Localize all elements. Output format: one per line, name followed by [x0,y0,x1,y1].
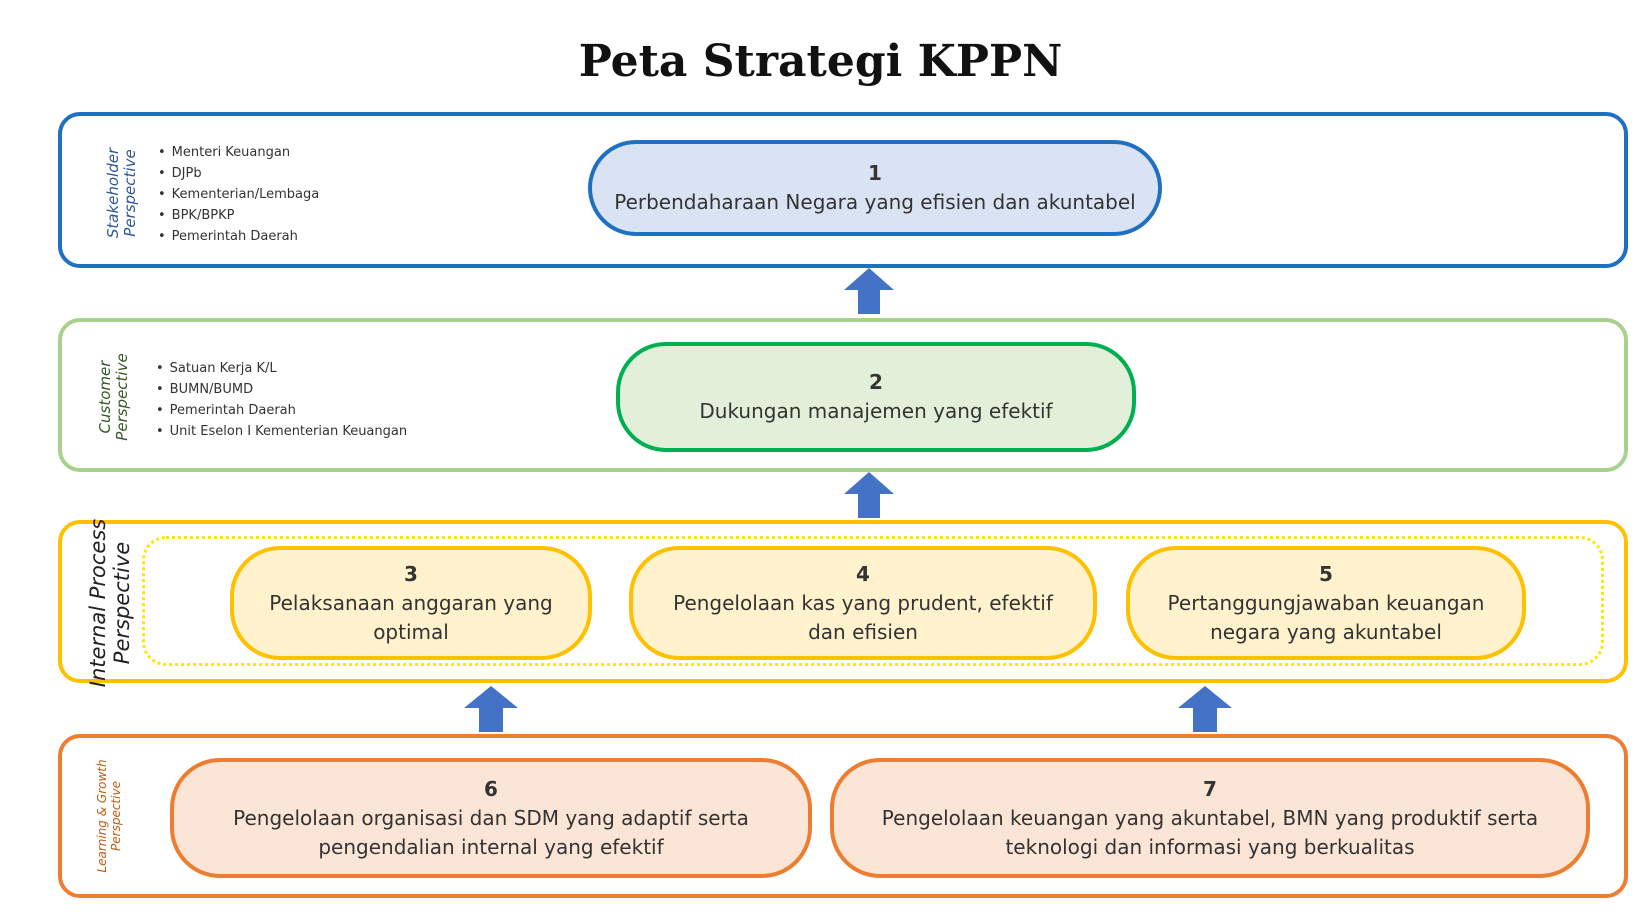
stakeholder-list-item: Menteri Keuangan [158,142,319,163]
customer-list-item: Pemerintah Daerah [156,400,407,421]
customer-list-item: BUMN/BUMD [156,379,407,400]
objective-number: 5 [1319,561,1333,586]
perspective-label-line: Internal Process [85,518,110,688]
customer-list-item: Satuan Kerja K/L [156,358,407,379]
internal-process-perspective-label: Internal Process Perspective [86,519,134,687]
objective-text-line: negara yang akuntabel [1210,619,1442,644]
objective-3-node: 3 Pelaksanaan anggaran yang optimal [230,546,592,660]
perspective-label-line: Perspective [113,353,131,441]
objective-text: Dukungan manajemen yang efektif [699,399,1053,423]
objective-1-node: 1 Perbendaharaan Negara yang efisien dan… [588,140,1162,236]
perspective-label-line: Perspective [109,781,123,851]
customer-perspective-label: Customer Perspective [95,353,132,441]
internal-process-group-outline [142,536,1604,666]
stakeholder-list: Menteri Keuangan DJPb Kementerian/Lembag… [158,142,320,247]
objective-2-node: 2 Dukungan manajemen yang efektif [616,342,1136,452]
objective-number: 6 [484,776,498,801]
arrow-up-icon [844,268,894,314]
stakeholder-list-item: Kementerian/Lembaga [158,184,320,205]
customer-list-item: Unit Eselon I Kementerian Keuangan [156,421,407,442]
objective-number: 4 [856,561,870,586]
arrow-up-icon [1178,686,1232,732]
objective-text: Perbendaharaan Negara yang efisien dan a… [614,190,1136,214]
perspective-label-line: Stakeholder [103,147,122,239]
stakeholder-perspective-label: Stakeholder Perspective [103,147,140,239]
objective-text-line: pengendalian internal yang efektif [318,834,664,859]
objective-number: 1 [868,161,882,185]
objective-5-node: 5 Pertanggungjawaban keuangan negara yan… [1126,546,1526,660]
stakeholder-list-item: BPK/BPKP [158,205,319,226]
perspective-label-line: Perspective [121,149,139,237]
stakeholder-list-item: Pemerintah Daerah [158,226,319,247]
arrow-up-icon [464,686,518,732]
objective-number: 2 [869,370,883,394]
diagram-title: Peta Strategi KPPN [578,36,1063,87]
objective-text-line: dan efisien [808,619,918,644]
customer-perspective-band: Customer Perspective Satuan Kerja K/L BU… [58,318,1628,472]
stakeholder-list-item: DJPb [158,163,319,184]
internal-process-perspective-band: Internal Process Perspective 3 Pelaksana… [58,519,1628,687]
objective-text-line: Pelaksanaan anggaran yang [269,590,553,615]
arrow-up-icon [844,472,894,518]
objective-text-line: Pertanggungjawaban keuangan [1167,590,1485,615]
learning-growth-perspective-band: Learning & Growth Perspective 6 Pengelol… [58,734,1628,898]
learning-growth-perspective-label: Learning & Growth Perspective [95,759,124,873]
objective-6-node: 6 Pengelolaan organisasi dan SDM yang ad… [170,758,812,878]
objective-text-line: teknologi dan informasi yang berkualitas [1005,834,1415,859]
perspective-label-line: Perspective [110,541,134,665]
objective-text-line: Pengelolaan kas yang prudent, efektif [673,590,1053,615]
stakeholder-perspective-band: Stakeholder Perspective Menteri Keuangan… [58,112,1628,268]
objective-number: 7 [1203,776,1217,801]
perspective-label-line: Learning & Growth [95,759,110,873]
objective-7-node: 7 Pengelolaan keuangan yang akuntabel, B… [830,758,1590,878]
objective-text-line: Pengelolaan keuangan yang akuntabel, BMN… [881,805,1539,830]
objective-number: 3 [404,561,418,586]
perspective-label-line: Customer [95,360,114,434]
objective-text-line: Pengelolaan organisasi dan SDM yang adap… [233,805,749,830]
customer-list: Satuan Kerja K/L BUMN/BUMD Pemerintah Da… [156,358,407,442]
objective-text-line: optimal [373,619,449,644]
objective-4-node: 4 Pengelolaan kas yang prudent, efektif … [629,546,1097,660]
